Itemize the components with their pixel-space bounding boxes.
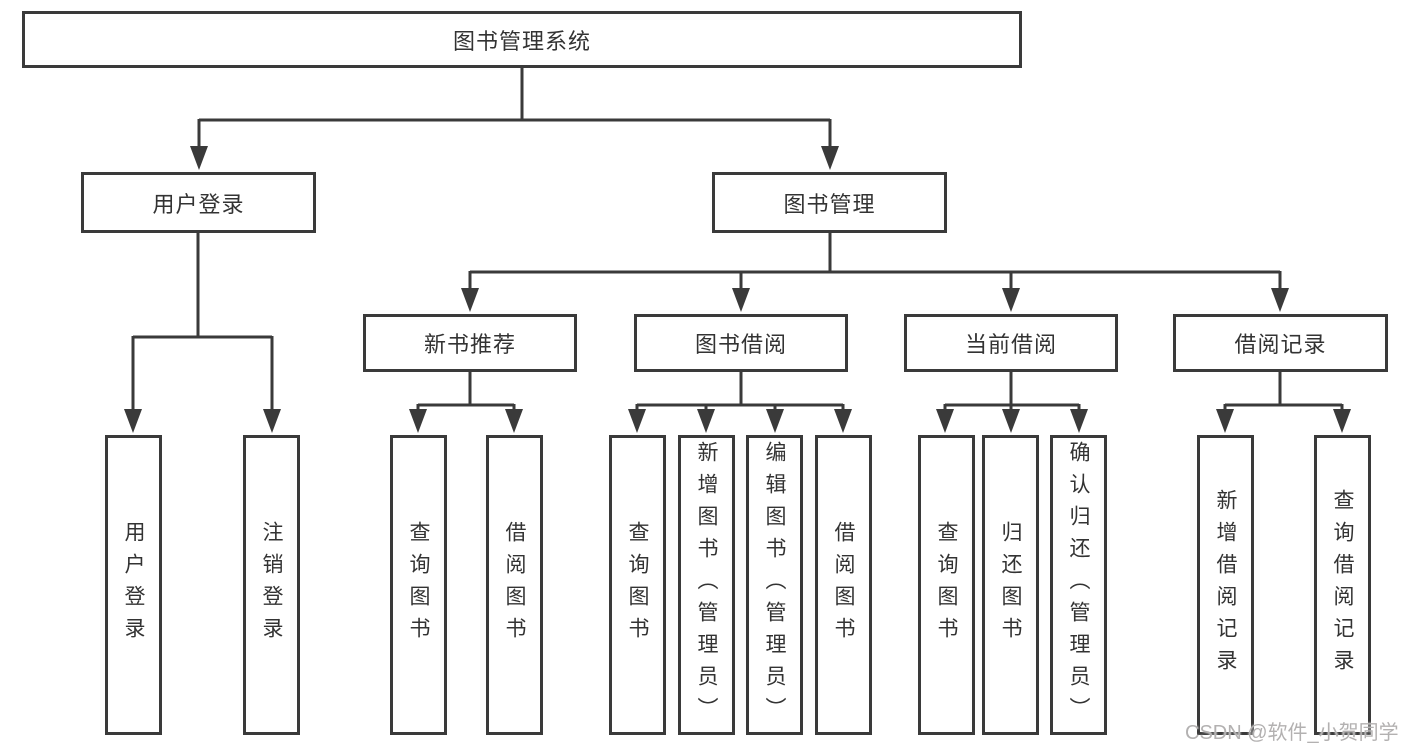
- node-root-label: 图书管理系统: [452, 28, 591, 54]
- node-leaf-borrow-books-recommend-label: 借阅图书: [503, 521, 526, 649]
- node-book-borrow-label: 图书借阅: [694, 332, 787, 357]
- node-leaf-query-books-borrow-label: 查询图书: [626, 521, 649, 649]
- node-leaf-borrow-books-recommend: 借阅图书: [486, 435, 543, 735]
- node-leaf-user-login: 用户登录: [105, 435, 162, 735]
- node-leaf-return-book-label: 归还图书: [999, 521, 1022, 649]
- node-leaf-query-borrow-record-label: 查询借阅记录: [1331, 489, 1354, 681]
- node-leaf-logout-label: 注销登录: [260, 521, 283, 649]
- node-leaf-edit-book-admin: 编辑图书（管理员）: [746, 435, 803, 735]
- node-leaf-query-books-current-label: 查询图书: [935, 521, 958, 649]
- node-new-book-recommend: 新书推荐: [363, 314, 577, 372]
- node-leaf-query-books-recommend: 查询图书: [390, 435, 447, 735]
- node-new-book-recommend-label: 新书推荐: [423, 332, 516, 357]
- node-leaf-confirm-return-admin: 确认归还（管理员）: [1050, 435, 1107, 735]
- node-leaf-add-borrow-record-label: 新增借阅记录: [1214, 489, 1237, 681]
- node-book-management: 图书管理: [712, 172, 947, 233]
- node-leaf-query-borrow-record: 查询借阅记录: [1314, 435, 1371, 735]
- node-leaf-add-book-admin: 新增图书（管理员）: [678, 435, 735, 735]
- node-leaf-logout: 注销登录: [243, 435, 300, 735]
- node-book-borrow: 图书借阅: [634, 314, 848, 372]
- node-leaf-add-book-admin-label: 新增图书（管理员）: [695, 441, 718, 729]
- node-leaf-borrow-books-borrow: 借阅图书: [815, 435, 872, 735]
- node-leaf-query-books-current: 查询图书: [918, 435, 975, 735]
- node-leaf-add-borrow-record: 新增借阅记录: [1197, 435, 1254, 735]
- node-leaf-query-books-recommend-label: 查询图书: [407, 521, 430, 649]
- node-leaf-query-books-borrow: 查询图书: [609, 435, 666, 735]
- node-user-login: 用户登录: [81, 172, 316, 233]
- node-current-borrow-label: 当前借阅: [964, 332, 1057, 357]
- node-leaf-user-login-label: 用户登录: [122, 521, 145, 649]
- node-borrow-records: 借阅记录: [1173, 314, 1388, 372]
- node-leaf-borrow-books-borrow-label: 借阅图书: [832, 521, 855, 649]
- node-leaf-return-book: 归还图书: [982, 435, 1039, 735]
- csdn-watermark: CSDN @软件_小贺同学: [1185, 722, 1399, 744]
- node-book-management-label: 图书管理: [783, 191, 876, 217]
- node-borrow-records-label: 借阅记录: [1234, 332, 1327, 357]
- node-leaf-confirm-return-admin-label: 确认归还（管理员）: [1067, 441, 1090, 729]
- node-current-borrow: 当前借阅: [904, 314, 1118, 372]
- node-user-login-label: 用户登录: [152, 191, 245, 217]
- node-leaf-edit-book-admin-label: 编辑图书（管理员）: [763, 441, 786, 729]
- node-root: 图书管理系统: [22, 11, 1022, 68]
